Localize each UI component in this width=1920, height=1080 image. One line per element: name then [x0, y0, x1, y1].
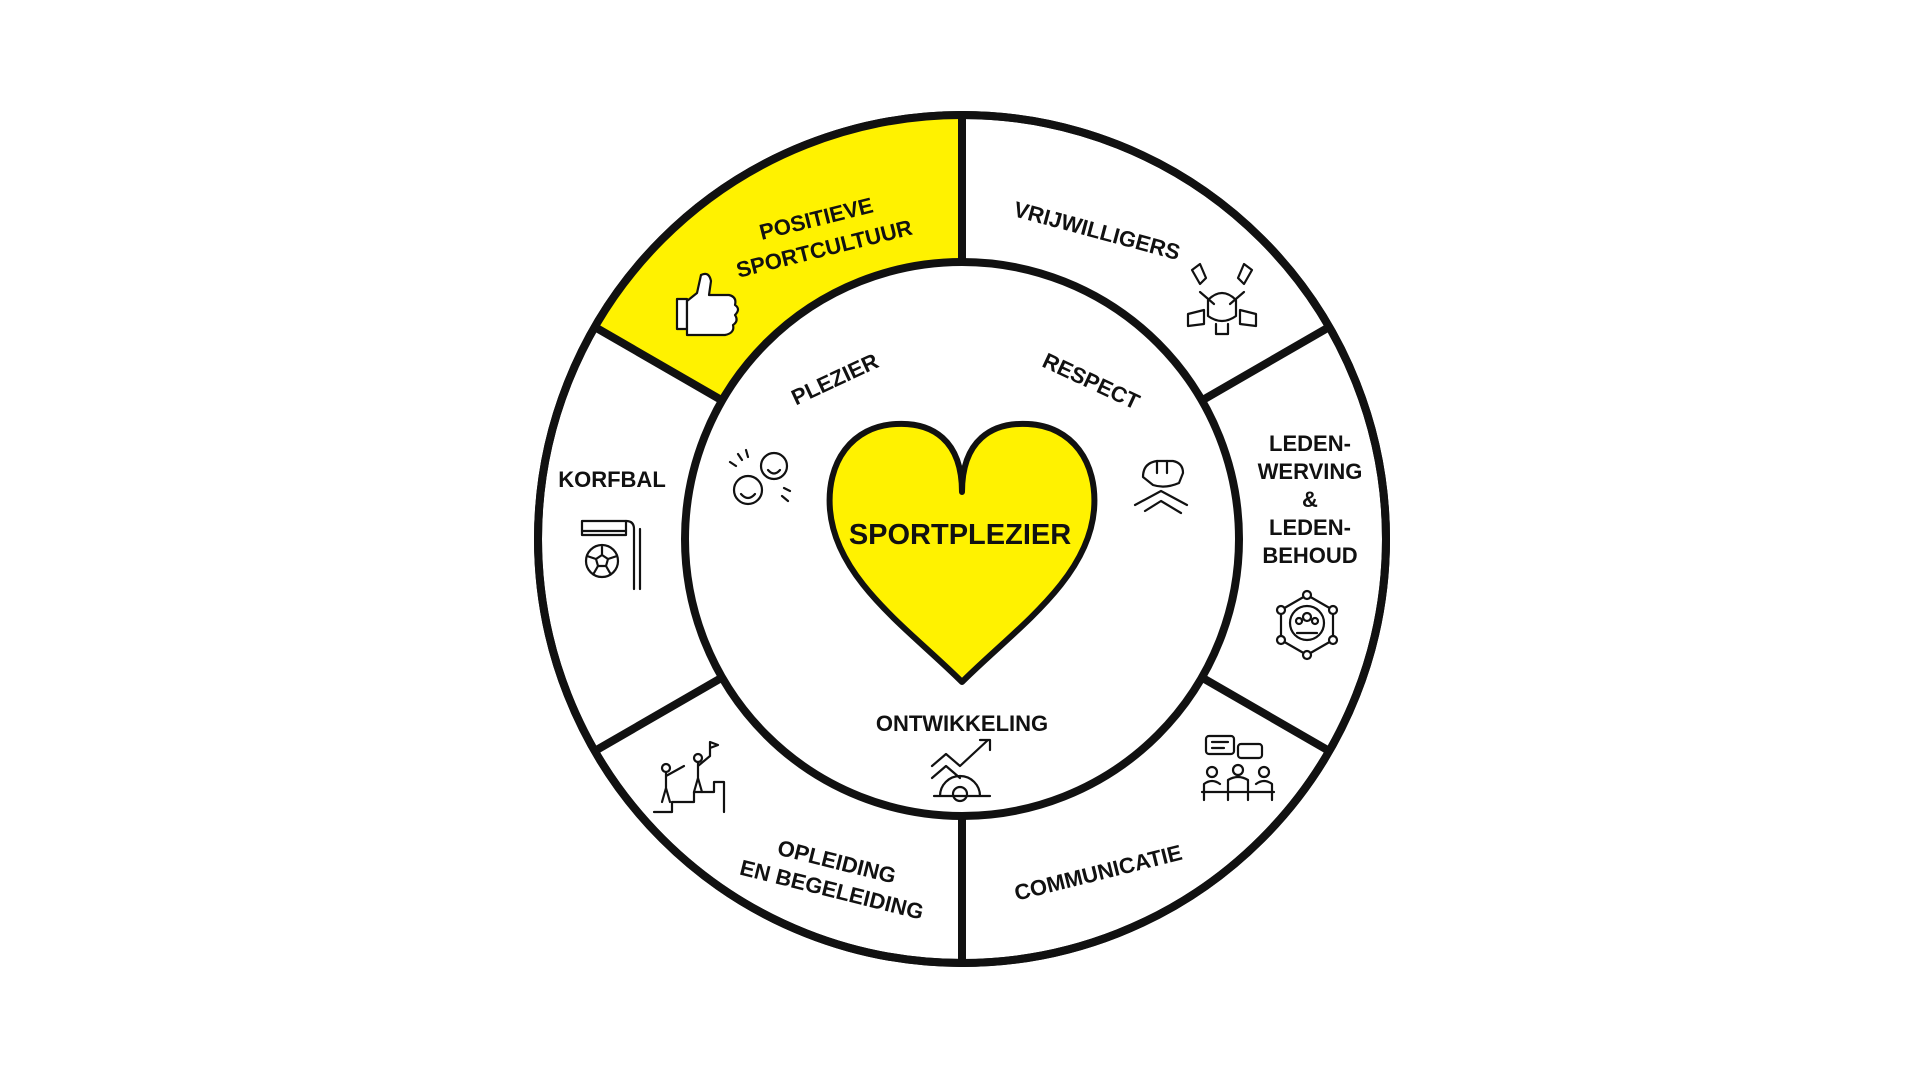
segment-leden-label-line2: WERVING — [1258, 459, 1363, 484]
heart-icon — [826, 420, 1098, 685]
handshake-icon — [1133, 459, 1189, 515]
thumbs-up-icon — [675, 272, 740, 337]
center-label: SPORTPLEZIER — [849, 519, 1071, 551]
network-people-icon — [1275, 589, 1339, 661]
meeting-chat-icon — [1200, 734, 1276, 802]
team-hands-icon — [1186, 262, 1258, 336]
segment-leden-label-line3: & — [1302, 487, 1318, 512]
segment-leden-label-line5: BEHOUD — [1262, 543, 1357, 568]
laughing-faces-icon — [728, 448, 792, 506]
segment-korfbal-label: KORFBAL — [558, 467, 666, 492]
korfball-basket-icon — [580, 519, 642, 591]
segment-leden-label-line1: LEDEN- — [1269, 431, 1351, 456]
segment-dividers — [592, 115, 1332, 963]
growth-gear-icon — [930, 738, 992, 803]
segment-leden-label-line4: LEDEN- — [1269, 515, 1351, 540]
coaching-stairs-icon — [652, 740, 726, 814]
value-ontwikkeling-label: ONTWIKKELING — [876, 711, 1048, 736]
